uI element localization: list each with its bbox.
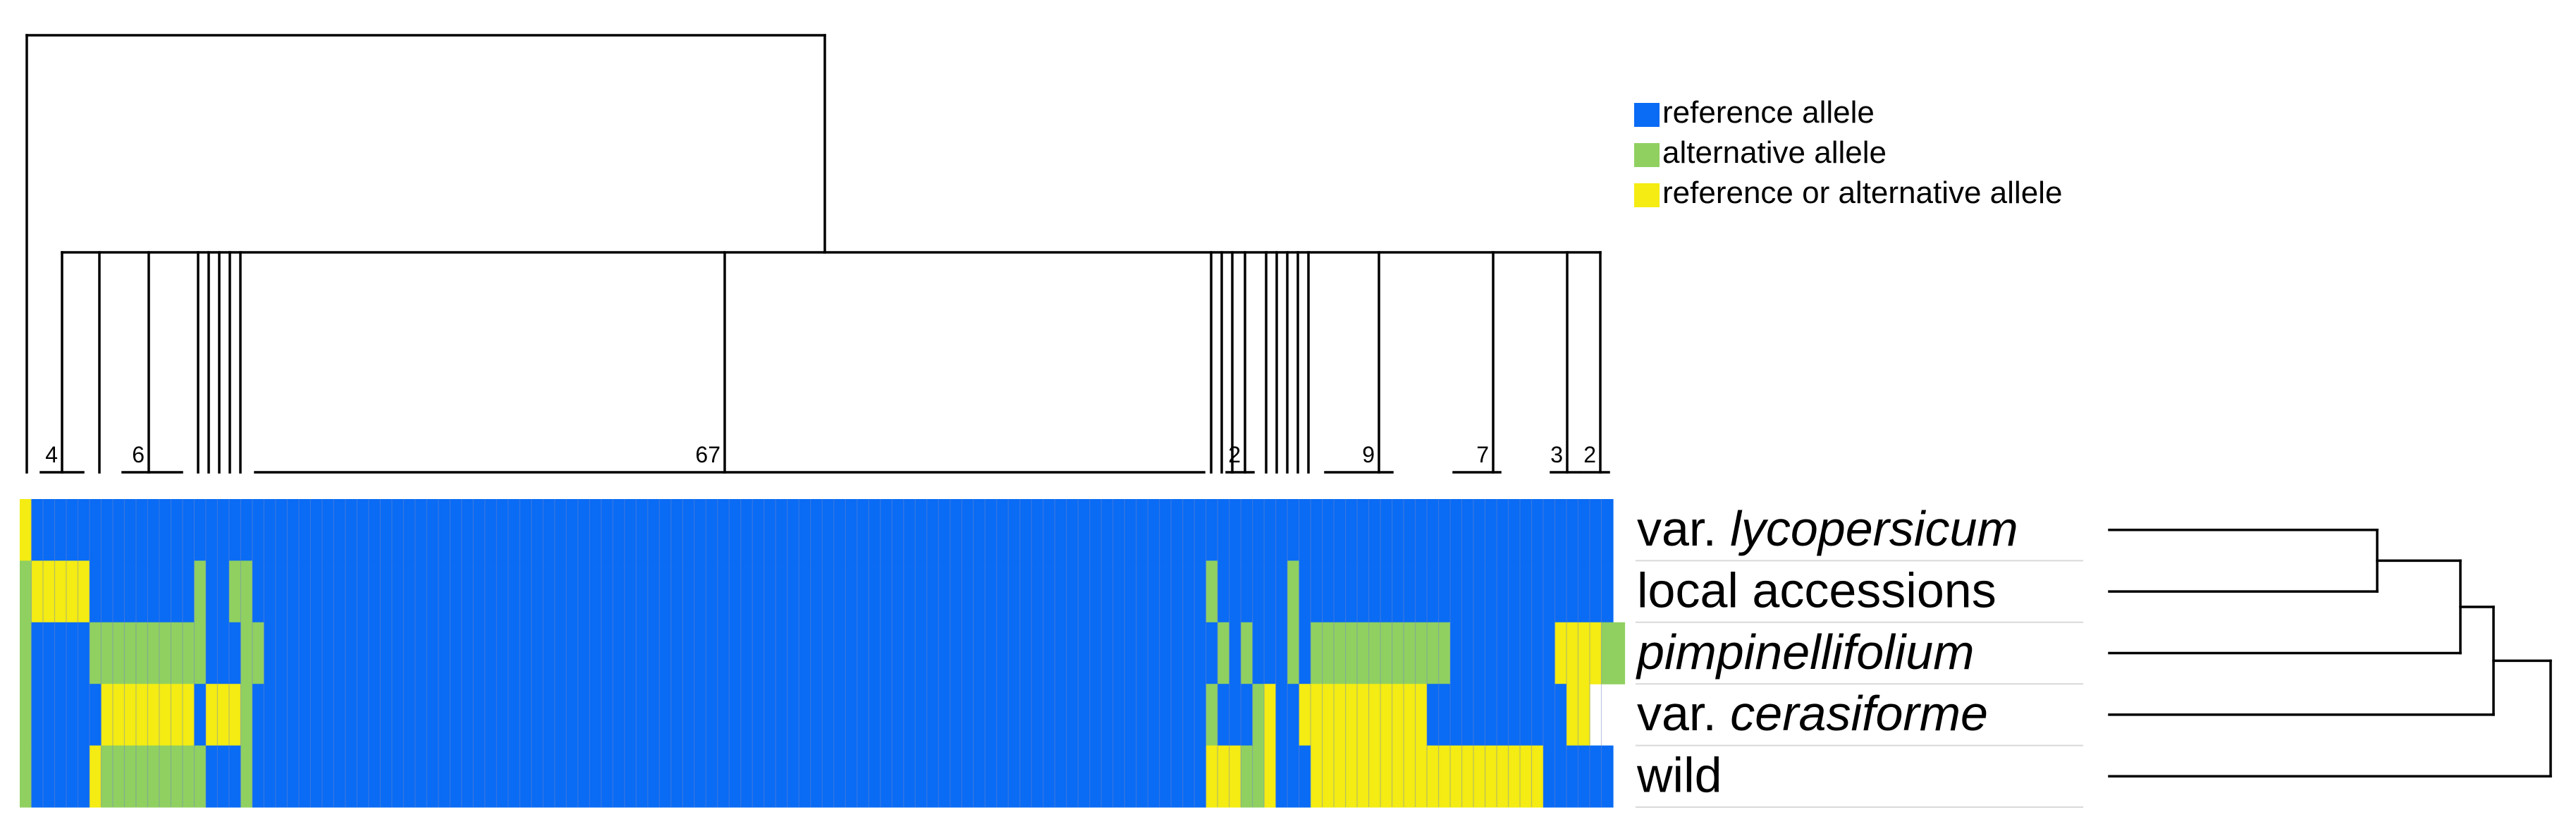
heatmap-cell-run xyxy=(1287,622,1300,684)
row-label: local accessions xyxy=(1637,563,1997,617)
heatmap-cell-run xyxy=(240,745,253,808)
heatmap-cell-run xyxy=(31,560,90,623)
cluster-size-label: 9 xyxy=(1362,442,1375,467)
column-dendrogram xyxy=(25,34,1610,474)
heatmap-cell-run xyxy=(1206,745,1241,808)
heatmap-cell-run xyxy=(31,745,90,808)
heatmap-cell-run xyxy=(101,745,207,808)
heatmap-cell-run xyxy=(228,560,253,623)
heatmap-cell-run xyxy=(205,622,242,684)
legend: reference allele alternative allele refe… xyxy=(1634,95,2062,210)
heatmap-cell-run xyxy=(1566,684,1590,746)
row-label-name: pimpinellifolium xyxy=(1636,625,1975,680)
heatmap-cell-run xyxy=(1252,684,1265,746)
heatmap-cell-run xyxy=(205,684,242,746)
heatmap-cell-run xyxy=(1275,745,1311,808)
heatmap-cell-run xyxy=(1311,745,1544,808)
heatmap-cell-run xyxy=(89,560,195,623)
heatmap-cell-run xyxy=(31,684,102,746)
heatmap-cell-run xyxy=(252,745,1207,808)
legend-label-either: reference or alternative allele xyxy=(1662,176,2062,210)
row-label: wild xyxy=(1636,748,1722,803)
heatmap-cell-run xyxy=(1275,684,1300,746)
row-label: var. cerasiforme xyxy=(1637,686,1988,741)
legend-swatch-reference xyxy=(1634,103,1660,127)
row-label-name: wild xyxy=(1636,748,1722,803)
cluster-size-label: 3 xyxy=(1550,442,1563,467)
heatmap-cell-run xyxy=(20,560,32,623)
heatmap-cell-run xyxy=(1218,622,1230,684)
heatmap-cell-run xyxy=(1218,684,1253,746)
heatmap-cell-run xyxy=(20,499,32,561)
heatmap-cell-run xyxy=(1241,745,1265,808)
heatmap-cell-run xyxy=(1264,745,1277,808)
heatmap-cell-run xyxy=(1252,622,1288,684)
cluster-size-label: 7 xyxy=(1476,442,1489,467)
legend-swatch-alternative xyxy=(1634,143,1660,167)
heatmap-cell-run xyxy=(1206,560,1218,623)
heatmap-cell-run xyxy=(240,622,265,684)
cluster-size-label: 67 xyxy=(695,442,720,467)
heatmap-cell-run xyxy=(240,684,253,746)
heatmap-cell-run xyxy=(1287,560,1300,623)
row-dendrogram xyxy=(2108,528,2552,778)
heatmap-cell-run xyxy=(1543,745,1614,808)
row-separators xyxy=(1636,560,2083,808)
allele-heatmap xyxy=(20,499,1626,808)
cluster-size-label: 2 xyxy=(1228,442,1241,467)
legend-swatch-either xyxy=(1634,183,1660,207)
row-label-name: lycopersicum xyxy=(1730,501,2018,556)
heatmap-cell-run xyxy=(205,560,230,623)
heatmap-cell-run xyxy=(252,560,1207,623)
heatmap-cell-run xyxy=(205,745,242,808)
heatmap-cell-run xyxy=(1427,684,1567,746)
heatmap-cell-run xyxy=(31,622,90,684)
row-label: pimpinellifolium xyxy=(1636,625,1975,680)
heatmap-cell-run xyxy=(20,684,32,746)
heatmap-cell-run xyxy=(1218,560,1288,623)
heatmap-cell-run xyxy=(194,560,207,623)
heatmap-cell-run xyxy=(31,499,1614,561)
heatmap-cell-run xyxy=(1311,622,1451,684)
heatmap-cell-run xyxy=(1554,622,1602,684)
heatmap-cell-run xyxy=(194,684,207,746)
heatmap-cell-run xyxy=(20,745,32,808)
row-label-name: local accessions xyxy=(1637,563,1997,617)
cluster-size-label: 6 xyxy=(132,442,145,467)
heatmap-cell-run xyxy=(20,622,32,684)
heatmap-cell-run xyxy=(1241,622,1253,684)
heatmap-cell-run xyxy=(101,684,195,746)
heatmap-cell-run xyxy=(1299,622,1311,684)
heatmap-cell-run xyxy=(1450,622,1556,684)
legend-label-reference: reference allele xyxy=(1662,95,1875,130)
row-label-name: cerasiforme xyxy=(1730,686,1988,741)
row-label: var. lycopersicum xyxy=(1637,501,2018,556)
row-label-prefix: var. xyxy=(1637,686,1730,741)
heatmap-cell-run xyxy=(264,622,1218,684)
row-labels: var. lycopersicum local accessions pimpine… xyxy=(1636,501,2018,803)
heatmap-cell-run xyxy=(1264,684,1277,746)
heatmap-cell-run xyxy=(89,622,207,684)
heatmap-cell-run xyxy=(1299,560,1614,623)
cluster-size-label: 4 xyxy=(45,442,58,467)
heatmap-cell-run xyxy=(1601,622,1626,684)
row-label-prefix: var. xyxy=(1637,501,1730,556)
cluster-size-label: 2 xyxy=(1583,442,1596,467)
legend-label-alternative: alternative allele xyxy=(1662,135,1887,170)
heatmap-cell-run xyxy=(1229,622,1241,684)
heatmap-cell-run xyxy=(1299,684,1428,746)
heatmap-cell-run xyxy=(1206,684,1218,746)
heatmap-cell-run xyxy=(252,684,1207,746)
heatmap-cell-run xyxy=(89,745,102,808)
